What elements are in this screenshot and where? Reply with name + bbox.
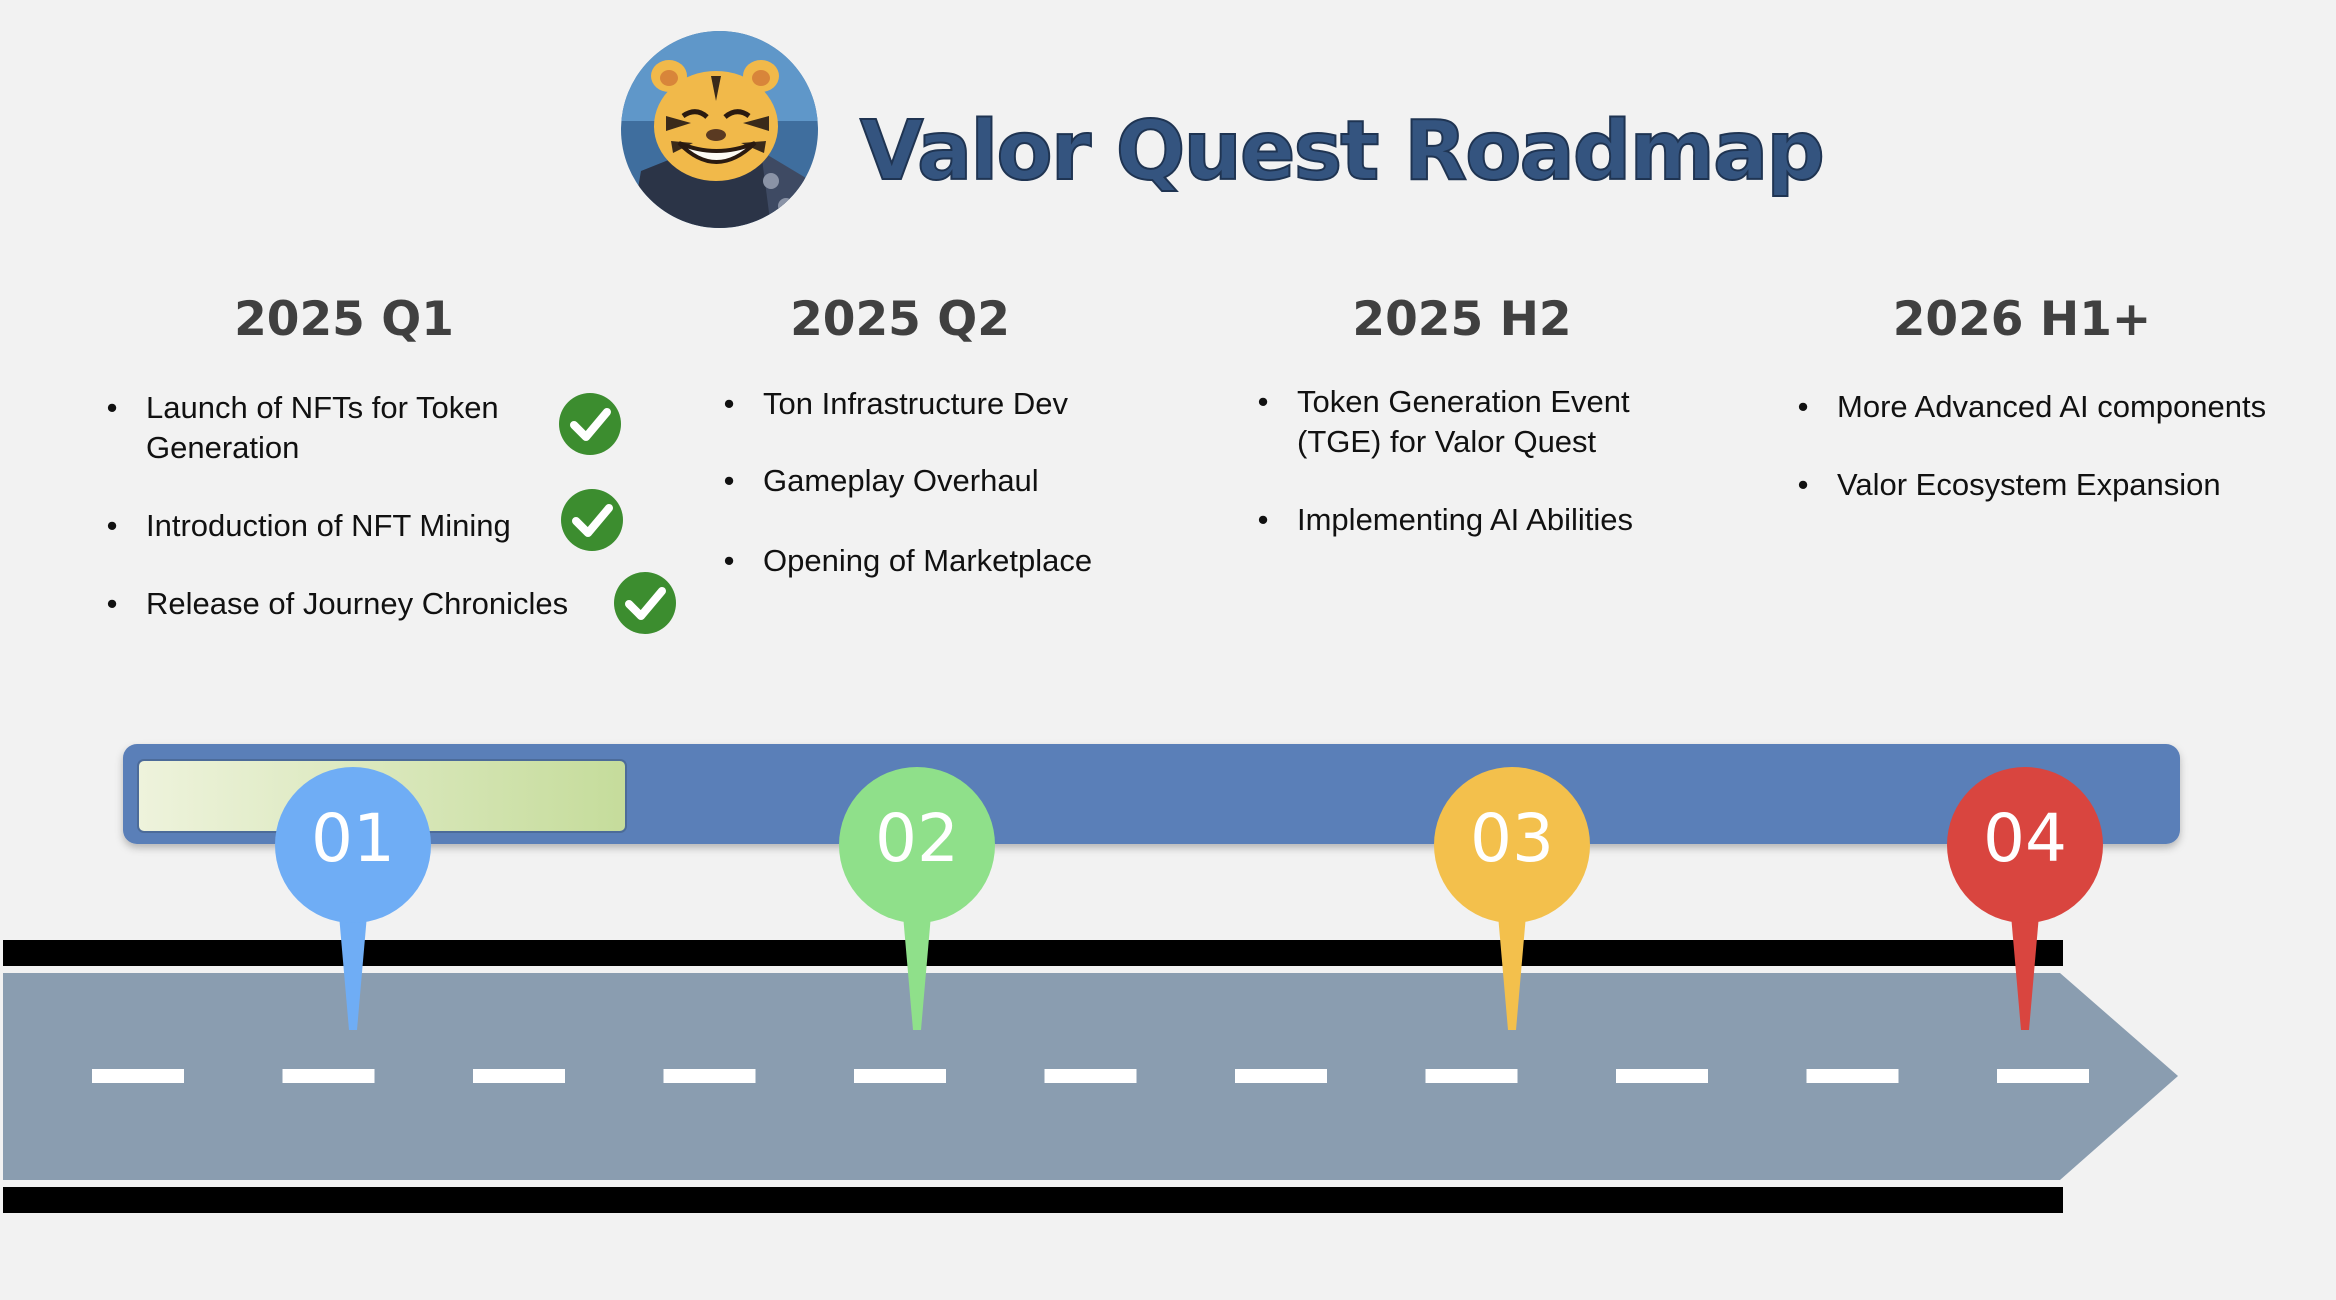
pin-tail — [339, 915, 367, 1030]
road-centerline — [92, 1069, 2089, 1083]
milestone-item: • Token Generation Event (TGE) for Valor… — [1257, 384, 1630, 459]
road-dash — [663, 1069, 756, 1083]
milestone-item: • Valor Ecosystem Expansion — [1797, 467, 2221, 502]
road-dash — [1997, 1069, 2089, 1083]
milestone-pin-02: 02 — [839, 767, 995, 1030]
milestone-pin-03: 03 — [1434, 767, 1590, 1030]
milestone-item: • Implementing AI Abilities — [1257, 502, 1634, 537]
pin-label: 04 — [1983, 800, 2067, 877]
pin-label: 01 — [311, 800, 395, 877]
milestone-pin-01: 01 — [275, 767, 431, 1030]
road-dash — [92, 1069, 184, 1083]
completed-check-icon — [614, 572, 676, 634]
milestone-item: • Opening of Marketplace — [723, 543, 1093, 578]
pin-head — [275, 767, 431, 923]
timeline-bar — [123, 744, 2180, 844]
road-dash — [854, 1069, 946, 1083]
milestone-text: Token Generation Event (TGE) for Valor Q… — [1297, 384, 1630, 459]
column-heading-h2: 2025 H2 — [1352, 292, 1572, 347]
page-title: Valor Quest Roadmap — [859, 103, 1826, 200]
milestone-text: Launch of NFTs for Token Generation — [146, 390, 499, 465]
pin-tail — [903, 915, 931, 1030]
road-dash — [1044, 1069, 1137, 1083]
road-edge-bottom — [3, 1187, 2063, 1213]
milestone-text: Opening of Marketplace — [763, 543, 1093, 578]
milestone-text: Implementing AI Abilities — [1297, 502, 1634, 537]
milestone-item: • Introduction of NFT Mining — [106, 508, 511, 543]
milestone-item: • Release of Journey Chronicles — [106, 586, 569, 621]
pin-label: 02 — [875, 800, 959, 877]
milestone-text: Ton Infrastructure Dev — [763, 386, 1068, 421]
road-dash — [282, 1069, 375, 1083]
column-heading-2026: 2026 H1+ — [1892, 292, 2152, 347]
pin-label: 03 — [1470, 800, 1554, 877]
milestone-item: • Gameplay Overhaul — [723, 463, 1039, 498]
milestone-item: • Launch of NFTs for Token Generation — [106, 390, 499, 465]
milestone-pin-04: 04 — [1947, 767, 2103, 1030]
column-heading-q2: 2025 Q2 — [790, 292, 1010, 347]
milestone-text: More Advanced AI components — [1837, 389, 2267, 424]
completed-check-icon — [561, 489, 623, 551]
milestone-text: Valor Ecosystem Expansion — [1837, 467, 2221, 502]
road-dash — [1616, 1069, 1708, 1083]
pin-tail — [2011, 915, 2039, 1030]
milestone-item: • Ton Infrastructure Dev — [723, 386, 1068, 421]
pin-head — [1434, 767, 1590, 923]
milestone-text: Gameplay Overhaul — [763, 463, 1039, 498]
road-edge-top — [3, 940, 2063, 966]
road-dash — [473, 1069, 565, 1083]
road-dash — [1806, 1069, 1899, 1083]
pin-head — [1947, 767, 2103, 923]
pin-head — [839, 767, 995, 923]
column-heading-q1: 2025 Q1 — [234, 292, 454, 347]
milestone-item: • More Advanced AI components — [1797, 389, 2267, 424]
completed-check-icon — [559, 393, 621, 455]
pin-tail — [1498, 915, 1526, 1030]
road-dash — [1235, 1069, 1327, 1083]
milestone-text: Release of Journey Chronicles — [146, 586, 569, 621]
road-dash — [1425, 1069, 1518, 1083]
milestone-text: Introduction of NFT Mining — [146, 508, 511, 543]
